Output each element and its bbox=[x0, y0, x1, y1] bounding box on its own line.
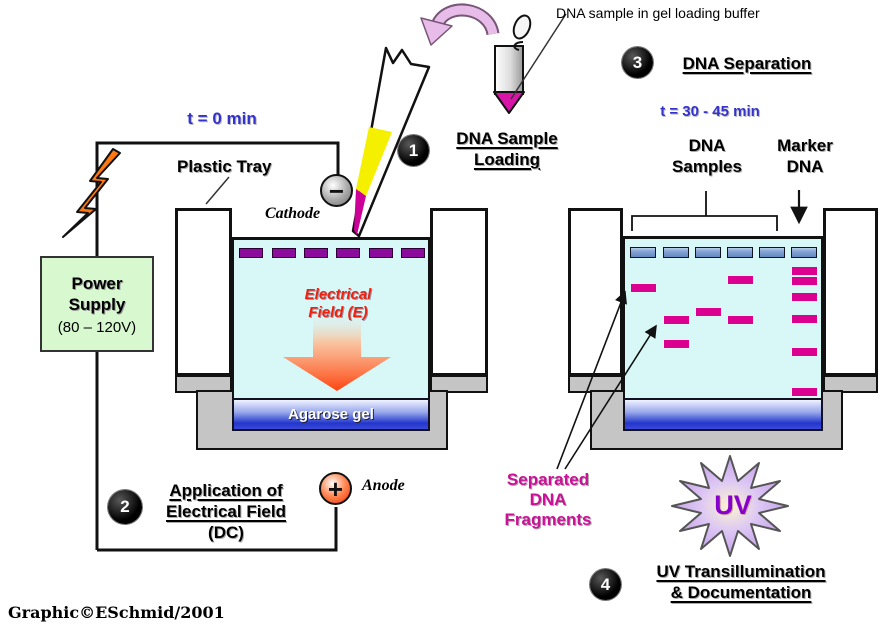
right-tray-ledge-r bbox=[823, 375, 878, 393]
dna-band bbox=[728, 316, 753, 324]
cathode-electrode: − bbox=[320, 174, 353, 207]
uv-label: UV bbox=[714, 490, 752, 520]
time-zero-label: t = 0 min bbox=[187, 109, 257, 128]
dna-band bbox=[792, 293, 817, 301]
gel-well bbox=[336, 248, 360, 258]
buffer-label: DNA sample in gel loading buffer bbox=[556, 5, 760, 21]
power-supply-label-1: Power bbox=[71, 273, 123, 293]
separated-fragments-label: Separated DNA Fragments bbox=[504, 470, 592, 529]
dna-band bbox=[792, 277, 817, 285]
gel-well bbox=[239, 248, 263, 258]
dna-band bbox=[728, 276, 753, 284]
step-2-label: Application of Electrical Field (DC) bbox=[166, 481, 286, 542]
cathode-label: Cathode bbox=[265, 205, 321, 222]
step-4-badge: 4 bbox=[590, 569, 621, 600]
gel-well bbox=[727, 247, 753, 258]
marker-dna-label: Marker DNA bbox=[777, 136, 833, 176]
anode-label: Anode bbox=[362, 477, 405, 494]
gel-well bbox=[401, 248, 425, 258]
plus-icon: + bbox=[327, 473, 344, 504]
dna-band bbox=[792, 348, 817, 356]
plastic-tray-label: Plastic Tray bbox=[177, 157, 272, 176]
dna-samples-label: DNA Samples bbox=[672, 136, 742, 176]
gel-well bbox=[630, 247, 656, 258]
step-3-badge: 3 bbox=[622, 47, 653, 78]
lightning-icon bbox=[62, 148, 121, 238]
left-tank-wall-r bbox=[430, 208, 488, 376]
dna-band bbox=[664, 316, 689, 324]
dna-band bbox=[631, 284, 656, 292]
right-tank-wall-l bbox=[568, 208, 623, 376]
time-run-label: t = 30 - 45 min bbox=[660, 103, 760, 120]
agarose-gel-label: Agarose gel bbox=[288, 406, 374, 423]
plastic-tray-pointer-line bbox=[205, 176, 230, 205]
gel-well bbox=[663, 247, 689, 258]
right-agarose-gel bbox=[623, 398, 823, 431]
left-tank-wall-l bbox=[175, 208, 232, 376]
anode-electrode: + bbox=[319, 472, 352, 505]
dna-band bbox=[792, 267, 817, 275]
left-agarose-gel: Agarose gel bbox=[232, 398, 430, 431]
power-supply-box: Power Supply (80 – 120V) bbox=[40, 256, 154, 352]
dna-band bbox=[664, 340, 689, 348]
gel-well bbox=[695, 247, 721, 258]
voltage-range: (80 – 120V) bbox=[57, 318, 137, 336]
right-tank-wall-r bbox=[823, 208, 878, 376]
dna-band bbox=[792, 388, 817, 396]
gel-well bbox=[759, 247, 785, 258]
left-tray-ledge-r bbox=[430, 375, 488, 393]
dna-band bbox=[792, 315, 817, 323]
electric-field-label: Electrical Field (E) bbox=[304, 286, 372, 321]
step-1-label: DNA Sample Loading bbox=[456, 129, 558, 169]
step-1-badge: 1 bbox=[398, 135, 429, 166]
samples-bracket bbox=[631, 191, 778, 231]
minus-icon: − bbox=[328, 175, 345, 206]
step-3-label: DNA Separation bbox=[682, 54, 812, 73]
gel-well bbox=[304, 248, 328, 258]
gel-well bbox=[369, 248, 393, 258]
sample-tube-icon bbox=[493, 14, 532, 114]
gel-well bbox=[272, 248, 296, 258]
gel-well bbox=[791, 247, 817, 258]
power-supply-label-2: Supply bbox=[68, 294, 126, 314]
credit-label: Graphic©ESchmid/2001 bbox=[8, 603, 225, 622]
transfer-arrow-icon bbox=[420, 3, 500, 46]
step-2-badge: 2 bbox=[108, 490, 142, 524]
step-4-label: UV Transillumination & Documentation bbox=[656, 562, 826, 602]
dna-band bbox=[696, 308, 721, 316]
buffer-pointer-line bbox=[510, 13, 567, 100]
